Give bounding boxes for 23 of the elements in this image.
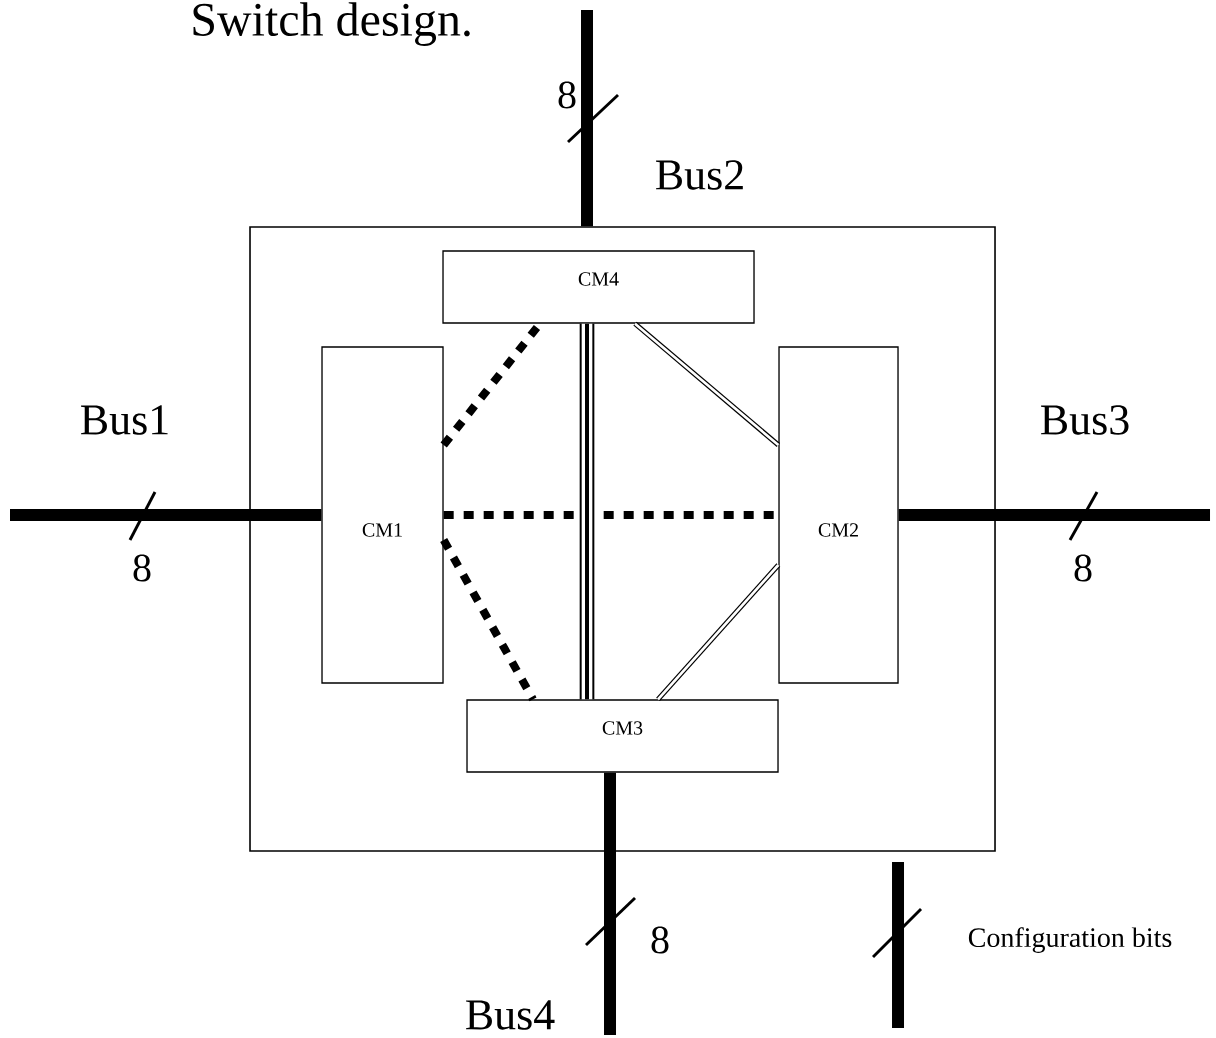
bus-line — [898, 509, 1210, 521]
switch-box — [249, 226, 996, 852]
double-line — [656, 563, 781, 702]
title: Switch design. — [193, 2, 470, 46]
double-line — [633, 321, 780, 447]
triple-line — [579, 323, 595, 700]
bus-label: Bus3 — [1041, 405, 1129, 435]
bus-line — [604, 772, 616, 1035]
bus-width-label: 8 — [651, 926, 669, 954]
bus-label: Bus2 — [656, 160, 743, 190]
bus-label: Bus1 — [81, 405, 168, 435]
module-box: CM2 — [778, 346, 899, 684]
bus-width-label: 8 — [1074, 554, 1092, 582]
bus-line — [10, 509, 322, 521]
bus-width-label: 8 — [133, 554, 151, 582]
bus-width-label: 8 — [558, 81, 576, 109]
module-box: CM4 — [442, 250, 755, 324]
module-box: CM1 — [321, 346, 444, 684]
bus-line — [581, 10, 593, 227]
dashed-line — [440, 538, 537, 702]
signal-label: Configuration bits — [968, 927, 1172, 953]
bus-label: Bus4 — [466, 1000, 555, 1030]
module-box: CM3 — [466, 699, 779, 773]
